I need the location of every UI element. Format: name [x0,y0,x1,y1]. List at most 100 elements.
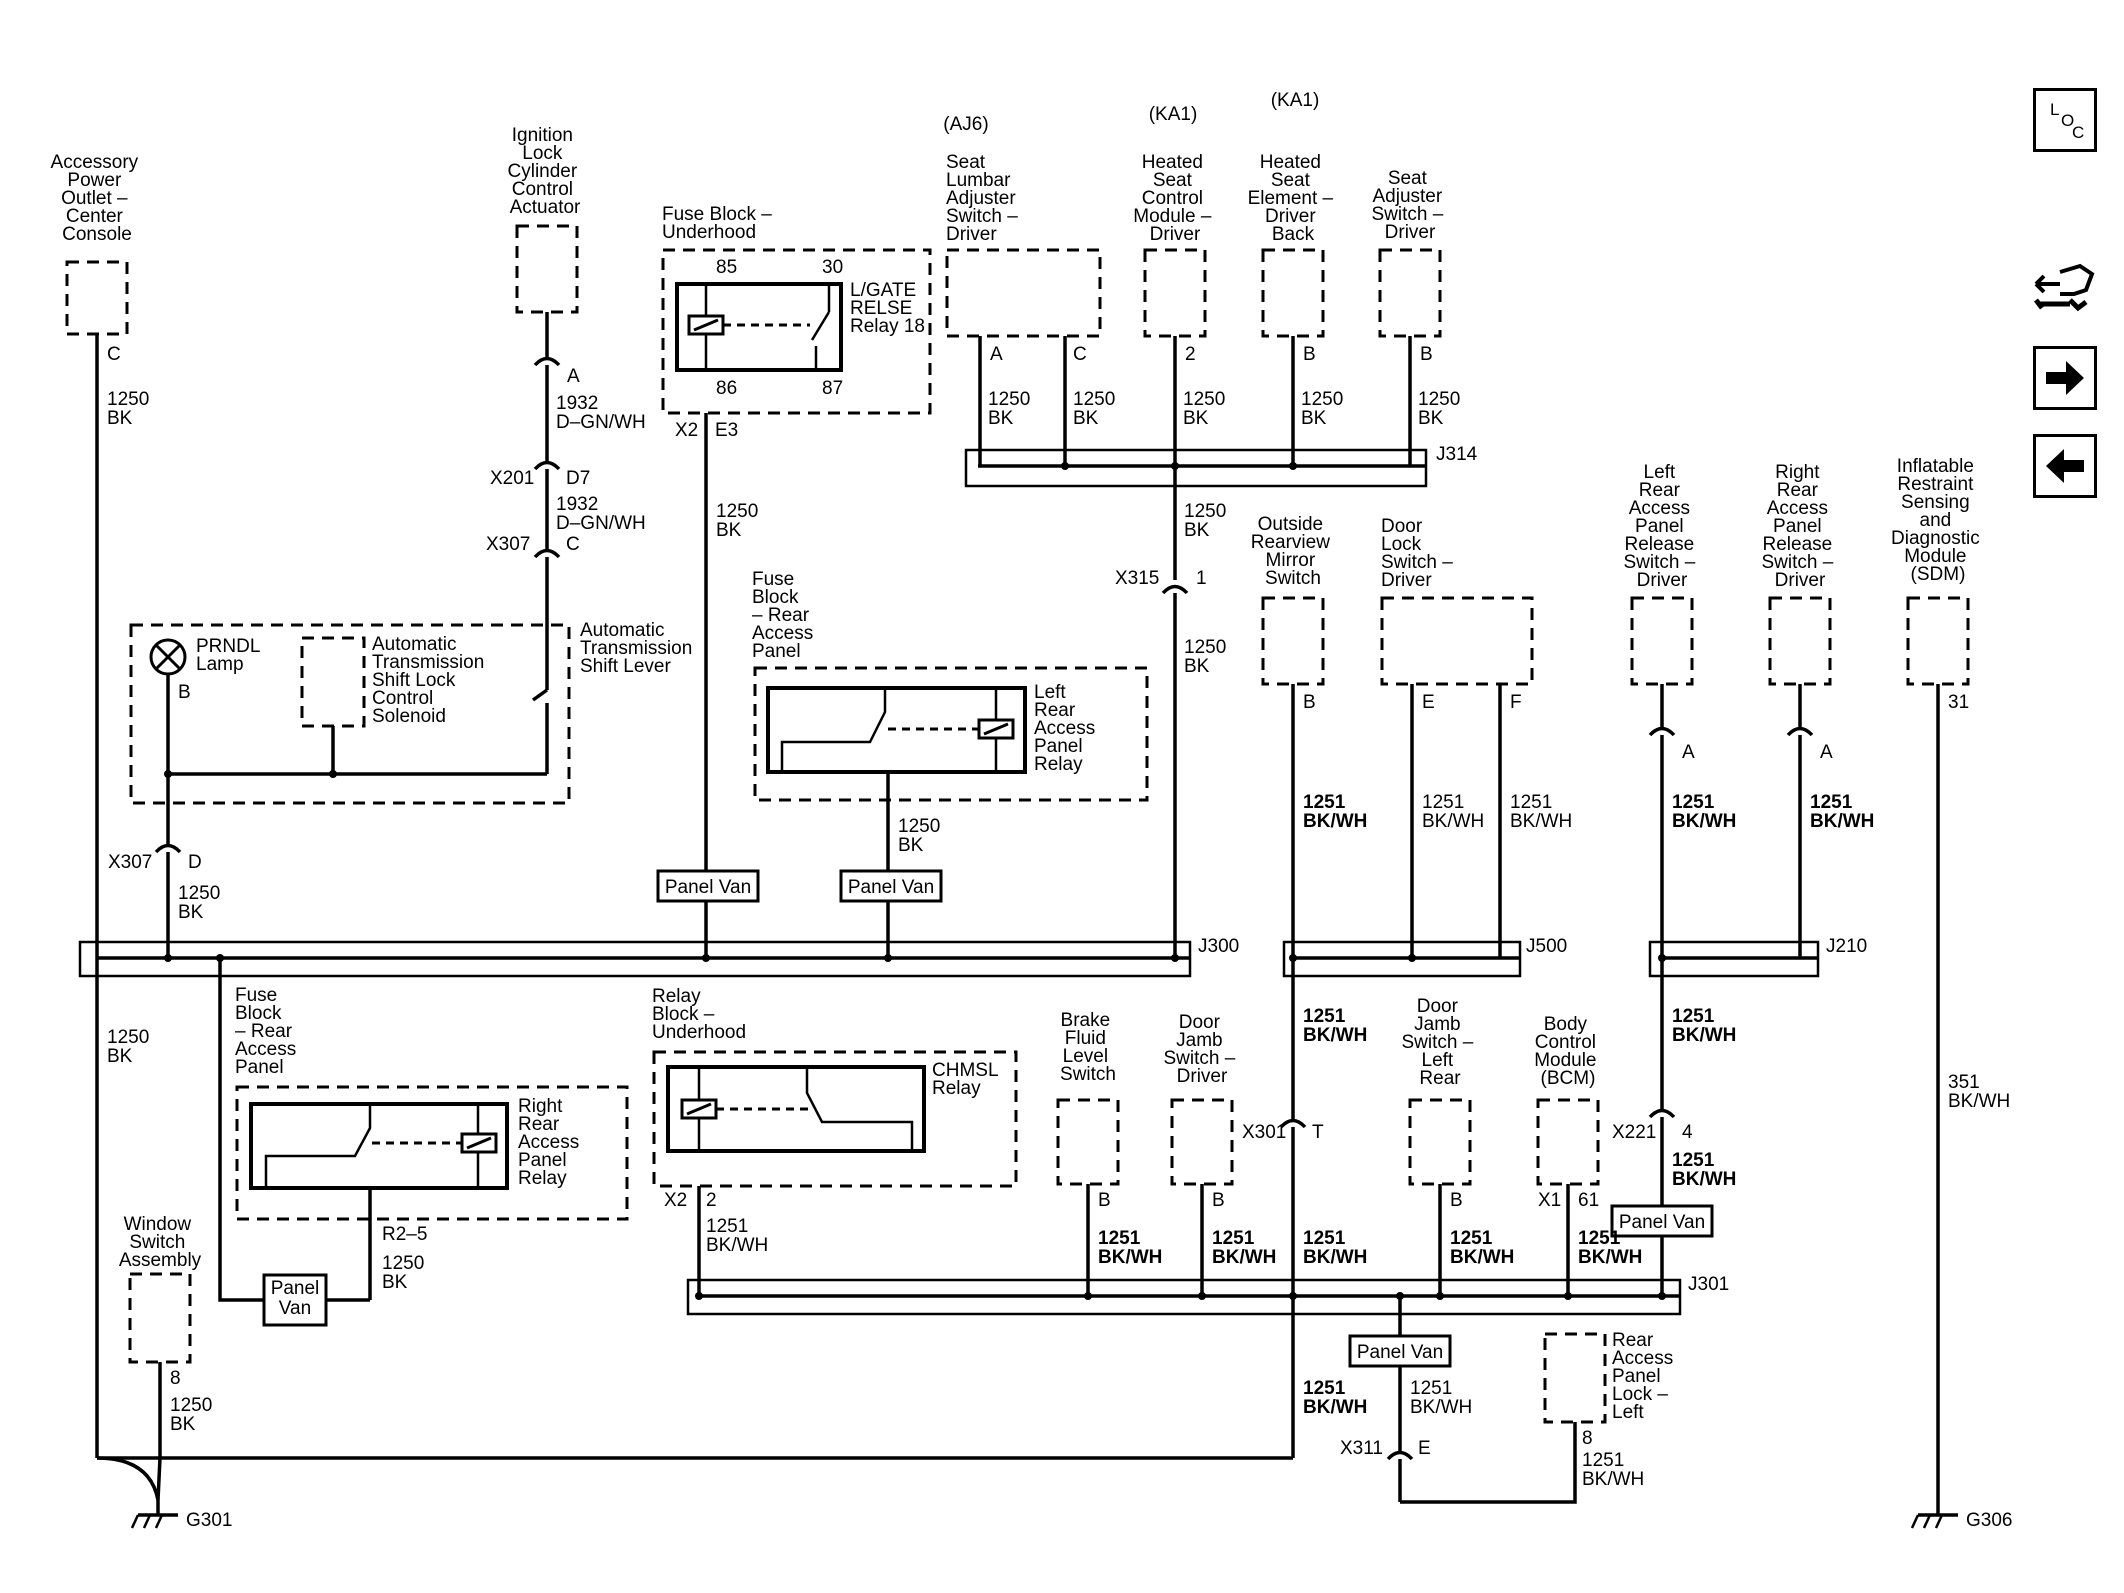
wire-label: 1250 [1301,389,1343,410]
wire-label: BK [178,902,204,923]
aj6-option: (AJ6) [943,114,988,135]
right-rear-release-switch-box [1768,596,1832,686]
arrow-right-icon [2046,361,2084,395]
pin-31-sdm: 31 [1948,692,1969,713]
fuse-block-rear-top-box [753,666,1149,802]
ground-g306-icon [1910,1500,1958,1529]
wire-label: BK [1418,408,1444,429]
pin-a-lumbar: A [990,344,1003,365]
ground-g301-icon [130,1500,178,1529]
wire-label: 1251 [1303,792,1346,813]
pin-a-ignition: A [567,366,580,387]
bcm-label: Body Control Module (BCM) [1534,1014,1602,1089]
pin-a-right-release: A [1820,742,1833,763]
pin-b-jamb-rear: B [1450,1190,1463,1211]
pin-85: 85 [716,257,737,278]
pin-86: 86 [716,378,737,399]
pin-1-x315: 1 [1196,568,1207,589]
chmsl-relay-box [666,1065,926,1153]
wire-label: 1251 [1098,1228,1141,1249]
wire-label: 1250 [898,816,940,837]
relay-block-underhood-label: Relay Block – Underhood [652,986,746,1043]
wire-label: BK/WH [1422,811,1484,832]
pin-d7: D7 [566,468,590,489]
x301-label: X301 [1242,1122,1286,1143]
heated-seat-element-label: Heated Seat Element – Driver Back [1248,152,1339,245]
lgate-relay-label: L/GATE RELSE Relay 18 [850,280,925,337]
heated-seat-element-box [1261,248,1325,338]
panel-van-option-box [656,869,760,903]
arrow-left-icon [2046,449,2084,483]
ignition-lock-label: Ignition Lock Cylinder Control Actuator [508,125,583,218]
x2-relay-block: X2 [664,1190,687,1211]
pin-c-x307: C [566,534,580,555]
sdm-label: Inflatable Restraint Sensing and Diagnos… [1891,456,1985,585]
wire-label: BK/WH [1510,811,1572,832]
j314-label: J314 [1436,444,1478,465]
left-rear-release-switch-box [1630,596,1694,686]
connector-wrench-icon [2034,263,2095,312]
wire-label: 1251 [1303,1228,1346,1249]
door-jamb-driver-label: Door Jamb Switch – Driver [1163,1012,1240,1087]
wire-label: BK [107,1046,133,1067]
connector-view-button[interactable] [2030,250,2100,320]
wire-label: BK/WH [1303,1247,1367,1268]
pin-2-chmsl: 2 [706,1190,717,1211]
fuse-block-rear-bottom-label: Fuse Block – Rear Access Panel [235,985,302,1078]
previous-page-button[interactable] [2033,434,2097,498]
ka1-option-b: (KA1) [1271,90,1320,111]
wire-label: 1250 [716,501,758,522]
svg-text:L: L [2050,100,2059,119]
heated-seat-module-label: Heated Seat Control Module – Driver [1133,152,1216,245]
rear-panel-lock-label: Rear Access Panel Lock – Left [1612,1330,1679,1423]
shift-lock-solenoid-label: Automatic Transmission Shift Lock Contro… [372,634,490,727]
j300-label: J300 [1198,936,1239,957]
pin-f-doorlock: F [1510,692,1522,713]
wire-label: BK/WH [1672,1025,1736,1046]
pin-2-heated: 2 [1185,344,1196,365]
wire-label: BK/WH [1582,1469,1644,1490]
pin-e-x311: E [1418,1438,1431,1459]
pin-b-element: B [1303,344,1316,365]
wire-label: 1250 [170,1395,212,1416]
wire-label: 1251 [1212,1228,1255,1249]
wire-label: 1251 [1303,1378,1346,1399]
outside-mirror-switch-box [1261,596,1325,686]
sdm-box [1906,596,1970,686]
van-label: Van [279,1298,311,1319]
pin-a-left-release: A [1682,742,1695,763]
pin-c-outlet: C [107,344,121,365]
shift-lock-solenoid-box [300,636,366,728]
wire-label: BK [107,408,133,429]
wire-label: 1250 [107,389,149,410]
location-button[interactable]: L O C [2033,88,2097,152]
j301-label: J301 [1688,1274,1729,1295]
brake-fluid-switch-box [1056,1098,1120,1186]
svg-text:C: C [2072,123,2084,142]
j210-label: J210 [1826,936,1867,957]
pin-87: 87 [822,378,843,399]
wire-label: 1251 [706,1216,748,1237]
wire-label: BK/WH [1303,1397,1367,1418]
pin-b-adjuster: B [1420,344,1433,365]
next-page-button[interactable] [2033,346,2097,410]
relay-block-underhood-box [652,1050,1018,1188]
wire-label: BK/WH [1450,1247,1514,1268]
wire-label: BK/WH [706,1235,768,1256]
door-jamb-driver-box [1170,1098,1234,1186]
wire-label: 1251 [1578,1228,1621,1249]
pin-c-lumbar: C [1073,344,1087,365]
j500-label: J500 [1526,936,1567,957]
right-rear-relay-box [249,1102,509,1190]
left-rear-relay-label: Left Rear Access Panel Relay [1034,682,1101,775]
fuse-block-underhood-box [661,248,932,415]
prndl-pin-b: B [178,682,191,703]
location-icon: L O C [2050,100,2084,142]
wire-label: BK/WH [1303,1025,1367,1046]
wire-label: BK [382,1272,408,1293]
accessory-power-outlet-box [65,260,129,336]
wire-label: 1250 [1184,501,1226,522]
wire-label: BK [1184,520,1210,541]
wire-label: 1251 [1672,1006,1715,1027]
g301-label: G301 [186,1510,232,1531]
